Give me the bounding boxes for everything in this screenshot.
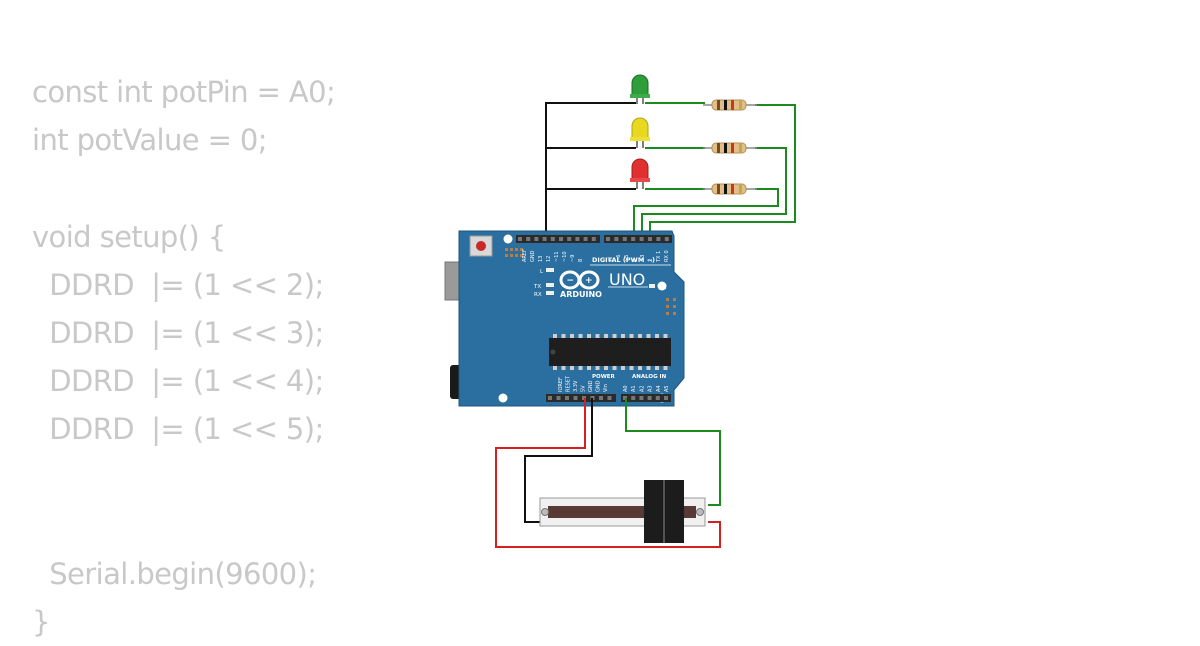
brand-label: ARDUINO [560,290,602,299]
power-wire-5v [495,398,721,548]
top-pin-label: AREF [522,249,528,262]
resistor-2 [703,142,757,154]
on-label: ON [658,285,666,291]
ground-wire-green [545,102,636,238]
analog-pin-label: A1 [631,385,637,392]
top-pin-label: 8 [578,259,584,262]
analog-header [621,394,671,402]
wire-red-pin3 [633,188,779,238]
top-pin-label: RX 0 [664,250,670,262]
svg-text:−: − [567,276,575,286]
code-line: const int potPin = A0; [32,75,336,109]
code-line: DDRD |= (1 << 2); [32,267,324,302]
microcontroller-chip [549,338,671,366]
analog-pin-label: A3 [648,385,654,392]
signal-wire-a0 [625,398,721,506]
top-pin-label: 12 [546,256,552,262]
top-pin-label: 7 [608,259,614,262]
resistor-pin-wires [633,104,796,238]
code-line: Serial.begin(9600); [32,556,317,591]
power-pin-label: Vin [603,384,609,392]
top-pin-label: ~11 [554,251,560,262]
power-pin-label: RESET [566,375,572,392]
reset-button-cap [476,241,486,251]
resistor-3 [703,183,757,195]
top-pin-label: TX 1 [656,251,662,263]
code-line: DDRD |= (1 << 4); [32,364,324,399]
code-line: DDRD |= (1 << 5); [32,412,324,447]
ground-wires [545,102,636,238]
analog-pin-label: A5 [664,385,670,392]
wire-green-pin5 [649,104,796,238]
code-line: DDRD |= (1 << 3); [32,315,324,350]
power-pin-label: GND [596,380,602,392]
power-pin-label: IOREF [558,377,564,392]
power-pin-label: 3.3V [573,380,579,392]
led-rx-label: RX [534,292,542,298]
ground-wire-pot [524,398,593,523]
top-pin-label: ~3 [640,255,646,262]
top-pin-label: ~10 [562,251,568,262]
led-tx-label: TX [533,284,541,290]
code-listing: const int potPin = A0; int potValue = 0; v… [32,68,336,646]
analog-pin-label: A0 [623,385,629,392]
top-pin-label: 13 [538,256,544,262]
yellow-led [630,117,650,148]
arduino-logo-icon [559,270,600,290]
code-line: int potValue = 0; [32,123,268,158]
top-header-right [604,235,672,243]
power-header [546,394,616,402]
svg-text:+: + [585,276,593,286]
board-name-label: UNO [609,270,645,289]
wire-yellow-pin4 [641,147,787,238]
analog-pin-label: A4 [656,385,662,392]
code-line: void setup() { [32,219,226,254]
potentiometer-wires [495,398,721,548]
resistor-1 [703,99,757,111]
digital-header-label: DIGITAL (PWM ~) [592,256,655,264]
power-pin-label: GND [588,380,594,392]
slide-potentiometer [539,480,706,543]
top-pin-label: ~9 [570,255,576,262]
analog-in-label: ANALOG IN [632,374,667,380]
green-led [630,74,650,104]
led-l-label: L [540,269,544,275]
top-pin-label: 2 [648,259,654,262]
red-led [630,158,650,189]
top-header-left [516,235,600,243]
top-pin-label: 4 [632,259,638,262]
analog-pin-label: A2 [639,385,645,392]
power-label: POWER [592,374,616,380]
top-pin-label: ~5 [624,255,630,262]
led-resistor-wires [645,102,705,190]
top-pin-label: GND [530,250,536,262]
power-pin-label: 5V [581,385,587,392]
top-pin-label: ~6 [616,255,622,262]
